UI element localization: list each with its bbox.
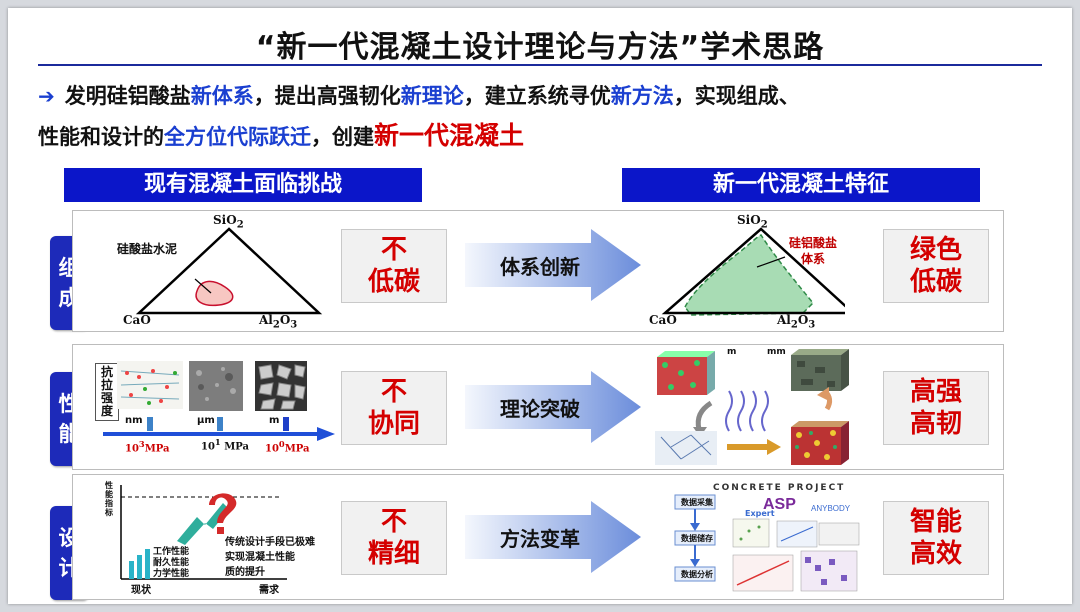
challenge-box: 不 精细 [341,501,447,575]
x-label-current: 现状 [131,585,151,596]
scale-um-label: μm [197,415,215,426]
legend-line: 力学性能 [153,569,190,579]
nano-structure-image [117,361,183,409]
feature-line: 高效 [909,539,962,569]
feature-line: 高强 [909,377,962,407]
intro-emphasis: 新一代混凝土 [374,121,525,150]
row-performance: 抗拉强度 nm μm m 103MPa 101 MPa 100MPa [72,344,1004,470]
x-label-demand: 需求 [259,585,279,596]
arrow-revolution: 方法变革 [465,501,641,573]
region-label: 硅铝酸盐体系 [788,236,837,266]
challenge-line: 精细 [367,539,420,569]
arrow-label: 理论突破 [500,397,580,421]
note-line: 实现混凝土性能 [225,552,295,563]
feature-box: 高强 高韧 [883,371,989,445]
flow-step: 数据储存 [681,534,713,543]
feature-line: 绿色 [909,235,962,265]
title-divider [38,64,1042,66]
note-line: 质的提升 [225,567,265,578]
intro-text: ➔ 发明硅铝酸盐新体系，提出高强韧化新理论，建立系统寻优新方法，实现组成、性能和设… [38,76,1048,157]
right-arrow-icon [465,229,641,301]
nano-model-cube [657,351,715,395]
molecule-chains [725,390,769,432]
intro-seg: ，建立系统寻优 [463,84,611,108]
right-arrow-icon [465,501,641,573]
vertex-top-label: SiO2 [737,213,768,231]
intro-highlight: 全方位代际跃迁 [164,125,311,149]
design-gap-chart [120,485,287,580]
multiscale-model-image [655,349,849,465]
concrete-cube [791,349,849,391]
strength-value-um: 101 MPa [201,437,249,453]
project-title: CONCRETE PROJECT [713,483,846,493]
tensile-strength-label: 抗拉强度 [95,363,119,421]
particle-cube [791,421,849,465]
strength-value-m: 100MPa [265,439,310,455]
row-design: 性能指标 工作性能 耐久性能 力学性能 传统设计手段已极难 实现混凝土性能 质的… [72,474,1004,600]
header-challenges: 现有混凝土面临挑战 [64,168,422,202]
intro-seg: 发明硅铝酸盐 [64,84,191,108]
intro-highlight: 新体系 [190,84,254,108]
concrete-project-diagram: ASP ANYBODY [674,494,860,592]
intro-seg: ，提出高强韧化 [253,84,401,108]
ternary-diagram-left [135,227,323,315]
intro-seg: 性能和设计的 [38,125,164,149]
challenge-line: 不 [380,377,407,407]
challenge-box: 不 协同 [341,371,447,445]
region-label: 硅酸盐水泥 [117,242,178,256]
feature-box: 绿色 低碳 [883,229,989,303]
legend-line: 工作性能 [153,547,190,557]
note-line: 传统设计手段已极难 [225,537,315,548]
vertex-right-label: Al2O3 [259,313,298,331]
intro-seg: ，实现组成、 [673,84,800,108]
feature-line: 高韧 [909,409,962,439]
model-scale-label: mm [767,347,786,357]
flow-step: 数据分析 [681,570,713,579]
right-arrow-icon [465,371,641,443]
svg-text:ANYBODY: ANYBODY [811,504,851,513]
row-composition: SiO2 CaO Al2O3 硅酸盐水泥 不 低碳 体系创新 SiO2 CaO … [72,210,1004,332]
feature-box: 智能 高效 [883,501,989,575]
vertex-left-label: CaO [123,313,151,327]
vertex-right-label: Al2O3 [777,313,816,331]
challenge-line: 协同 [367,409,420,439]
chart-y-label: 性能指标 [105,481,113,517]
bullet-arrow-icon: ➔ [38,84,55,108]
challenge-box: 不 低碳 [341,229,447,303]
micro-structure-image [189,361,243,411]
challenge-line: 低碳 [367,267,420,297]
scale-m-label: m [269,415,280,426]
challenge-line: 不 [380,507,407,537]
scale-axis [103,417,335,441]
intro-highlight: 新方法 [610,84,674,108]
header-features: 新一代混凝土特征 [622,168,980,202]
macro-structure-image [255,361,307,411]
performance-legend: 工作性能 耐久性能 力学性能 [153,547,189,580]
ternary-diagram-right [661,227,845,316]
arrow-label: 体系创新 [500,255,580,279]
vertex-left-label: CaO [649,313,677,327]
scale-nm-label: nm [125,415,143,426]
legend-line: 耐久性能 [153,558,190,568]
design-note: 传统设计手段已极难 实现混凝土性能 质的提升 [225,535,315,580]
feature-line: 低碳 [909,267,962,297]
model-scale-label: m [727,347,737,357]
challenge-line: 不 [380,235,407,265]
feature-line: 智能 [909,507,962,537]
intro-highlight: 新理论 [400,84,464,108]
flow-step: 数据采集 [681,498,713,507]
crack-image [655,431,717,465]
arrow-breakthrough: 理论突破 [465,371,641,443]
vertex-top-label: SiO2 [213,213,244,231]
expert-label: Expert [745,509,775,518]
arrow-innovation: 体系创新 [465,229,641,301]
intro-seg: ，创建 [311,125,374,149]
strength-value-nm: 103MPa [125,439,170,455]
svg-text:ASP: ASP [763,496,796,513]
arrow-label: 方法变革 [500,527,580,551]
page-title: “新一代混凝土设计理论与方法”学术思路 [255,30,825,65]
slide: “新一代混凝土设计理论与方法”学术思路 ➔ 发明硅铝酸盐新体系，提出高强韧化新理论… [8,8,1072,604]
